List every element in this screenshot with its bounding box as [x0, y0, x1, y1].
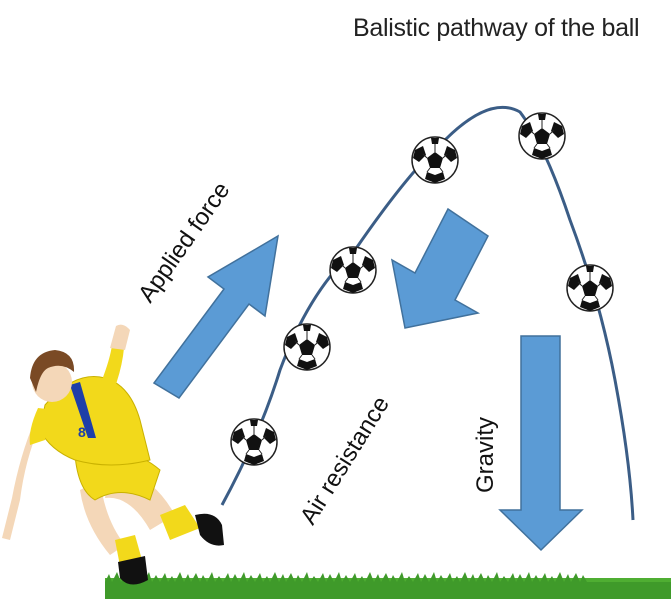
soccer-ball-icon — [283, 323, 331, 371]
soccer-ball-icon — [329, 246, 377, 294]
grass-icon — [105, 572, 671, 599]
trajectory-path — [220, 105, 635, 521]
soccer-ball-icon — [518, 112, 566, 160]
soccer-ball-icon — [230, 418, 278, 466]
soccer-player-icon: 8 — [2, 324, 224, 585]
soccer-ball-icon — [566, 264, 614, 312]
gravity-label: Gravity — [472, 416, 499, 493]
soccer-ball-icon — [411, 136, 459, 184]
svg-text:8: 8 — [78, 424, 86, 440]
gravity-arrow — [498, 335, 584, 552]
diagram-title: Balistic pathway of the ball — [353, 14, 640, 42]
applied-force-arrow — [152, 234, 279, 399]
air-resistance-arrow — [390, 207, 489, 329]
